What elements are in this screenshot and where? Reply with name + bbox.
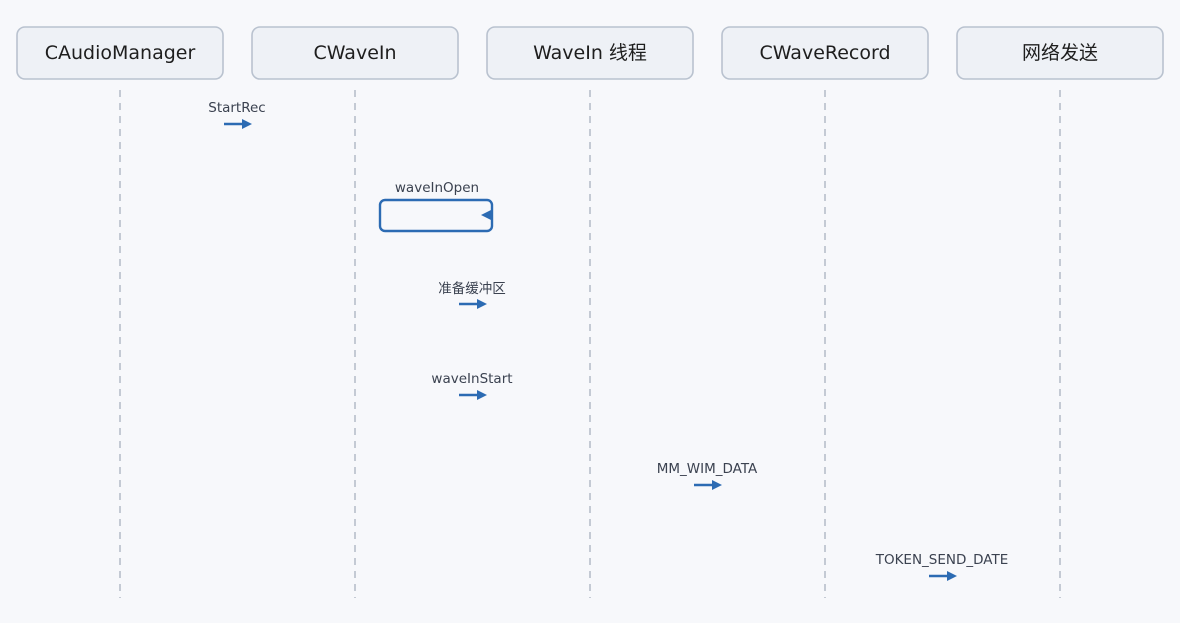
participant-label: 网络发送 <box>1022 42 1098 64</box>
arrow-head-icon <box>477 390 487 400</box>
message-waveinstart: waveInStart <box>431 371 513 400</box>
message-token-send-date: TOKEN_SEND_DATE <box>875 552 1009 581</box>
message-waveinopen: waveInOpen <box>378 180 494 233</box>
message-label: waveInStart <box>431 371 512 387</box>
participant-wavein-thread: WaveIn 线程 <box>486 26 694 80</box>
arrow-head-icon <box>712 480 722 490</box>
message-label: MM_WIM_DATA <box>657 461 758 477</box>
participant-label: CAudioManager <box>45 42 196 64</box>
participant-caudiomanager: CAudioManager <box>16 26 224 80</box>
participant-box <box>251 26 459 80</box>
message-prepare-buffer: 准备缓冲区 <box>438 280 506 309</box>
arrow-head-icon <box>242 119 252 129</box>
arrow-head-icon <box>947 571 957 581</box>
message-label: 准备缓冲区 <box>438 280 506 297</box>
participant-box <box>956 26 1164 80</box>
message-label: waveInOpen <box>395 180 479 196</box>
participant-box <box>486 26 694 80</box>
participant-cwaverecord: CWaveRecord <box>721 26 929 80</box>
message-label: TOKEN_SEND_DATE <box>875 552 1009 568</box>
participant-label: CWaveRecord <box>759 42 890 64</box>
participant-cwavein: CWaveIn <box>251 26 459 80</box>
arrow-head-icon <box>477 299 487 309</box>
message-label: StartRec <box>208 100 265 116</box>
message-mm-wim-data: MM_WIM_DATA <box>657 461 758 490</box>
participant-box <box>16 26 224 80</box>
participant-box <box>721 26 929 80</box>
self-call-loop <box>378 198 494 233</box>
participant-label: CWaveIn <box>313 42 396 64</box>
participant-label: WaveIn 线程 <box>533 42 647 64</box>
participant-network-send: 网络发送 <box>956 26 1164 80</box>
message-startrec: StartRec <box>208 100 266 129</box>
arrow-head-icon <box>481 210 491 220</box>
